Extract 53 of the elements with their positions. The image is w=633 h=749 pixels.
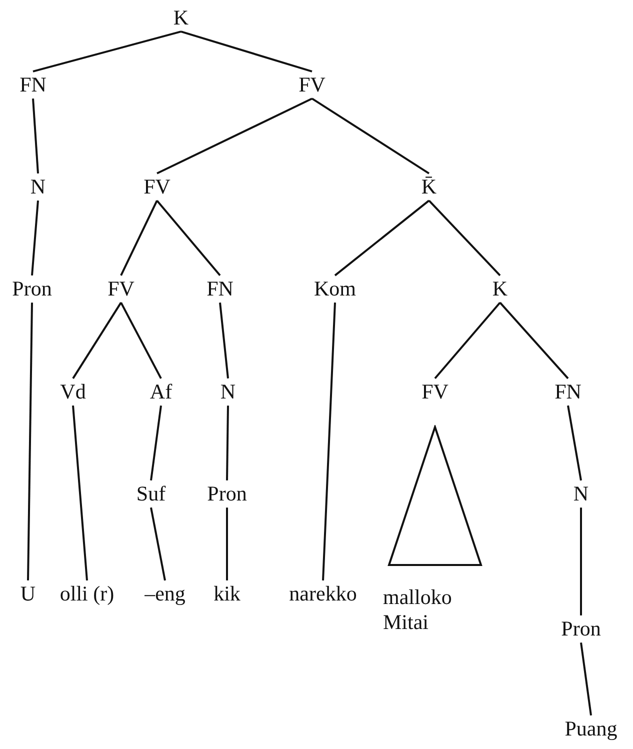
tree-label: Pron xyxy=(12,276,52,302)
tree-label: kik xyxy=(214,581,240,607)
branch-line xyxy=(27,302,33,580)
tree-label: FN xyxy=(20,72,46,98)
tree-label: N xyxy=(220,379,236,405)
branch-line xyxy=(180,30,312,72)
triangle-symbol xyxy=(387,425,483,567)
tree-label: Pron xyxy=(207,481,247,507)
branch-line xyxy=(428,200,501,276)
tree-label: Pron xyxy=(561,616,601,642)
branch-line xyxy=(322,302,336,580)
branch-line xyxy=(311,98,430,174)
tree-label: Af xyxy=(150,379,172,405)
tree-label: Kom xyxy=(314,276,356,302)
tree-label: malloko Mitai xyxy=(383,584,463,636)
tree-label: FV xyxy=(422,379,448,405)
branch-line xyxy=(32,30,182,72)
branch-line xyxy=(72,406,88,580)
branch-line xyxy=(32,98,39,174)
tree-label: N xyxy=(573,481,589,507)
tree-label: –eng xyxy=(144,581,186,607)
branch-line xyxy=(150,507,166,581)
branch-line xyxy=(120,302,162,379)
tree-label: Vd xyxy=(60,379,86,405)
branch-line xyxy=(226,508,228,580)
branch-line xyxy=(219,302,229,378)
branch-line xyxy=(580,508,582,616)
tree-label: FV xyxy=(144,174,170,200)
tree-label: N xyxy=(30,174,46,200)
tree-label: FN xyxy=(206,276,234,302)
branch-line xyxy=(156,98,312,174)
branch-line xyxy=(150,405,162,481)
tree-label: FV xyxy=(108,276,134,302)
tree-label: olli (r) xyxy=(60,581,114,607)
tree-label: narekko xyxy=(289,581,357,607)
tree-label: K xyxy=(492,276,508,302)
branch-line xyxy=(434,302,501,380)
branch-line xyxy=(334,200,430,276)
tree-label: Puang xyxy=(564,716,618,742)
branch-line xyxy=(499,302,569,380)
branch-line xyxy=(31,200,39,276)
tree-label: K xyxy=(173,5,189,31)
branch-line xyxy=(72,302,122,379)
tree-label: K̄ xyxy=(421,174,437,200)
tree-label: Suf xyxy=(136,481,166,507)
tree-label: U xyxy=(20,581,36,607)
branch-line xyxy=(120,200,158,276)
branch-line xyxy=(156,200,221,276)
branch-line xyxy=(226,406,229,480)
tree-label: FN xyxy=(554,379,582,405)
branch-line xyxy=(580,642,592,716)
tree-label: FV xyxy=(298,72,326,98)
branch-line xyxy=(567,405,582,481)
